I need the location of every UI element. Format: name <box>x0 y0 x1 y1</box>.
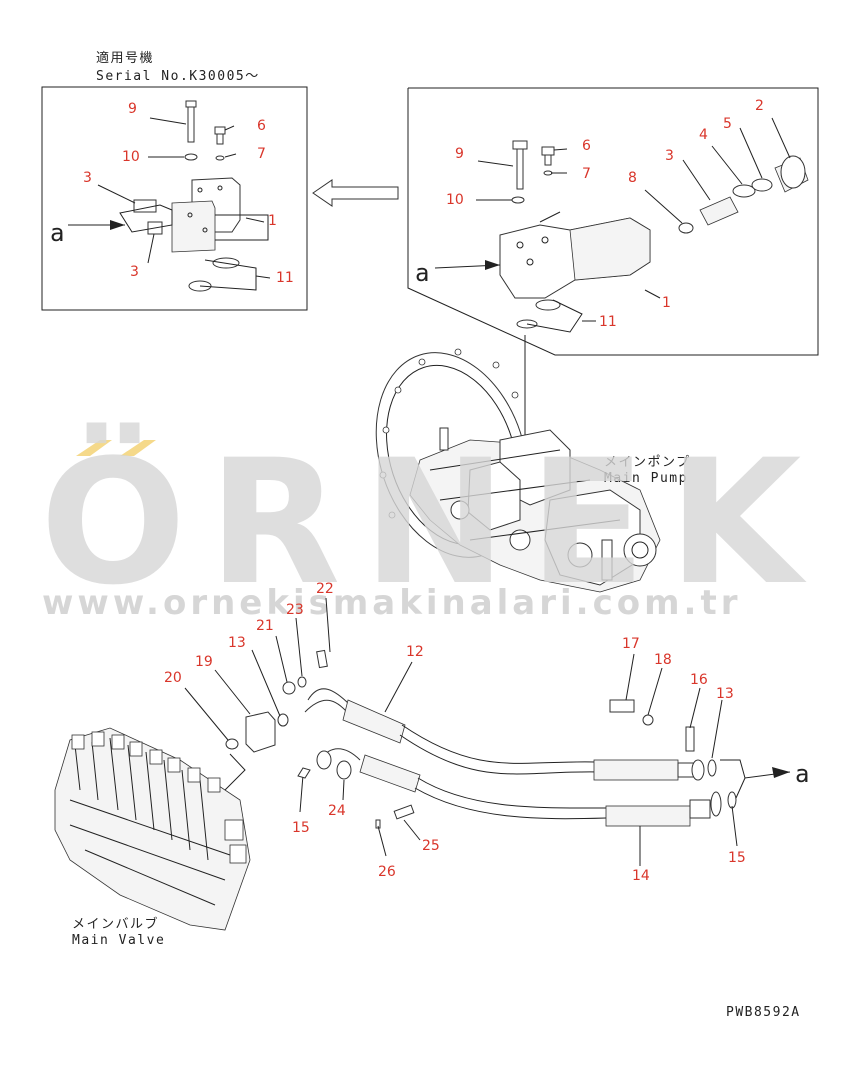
callout-11: 11 <box>276 270 294 286</box>
main-valve-jp-label: メインバルブ <box>72 916 159 932</box>
callout-19: 19 <box>195 654 213 670</box>
callout-24: 24 <box>328 803 346 819</box>
callout-3b: 3 <box>130 264 139 280</box>
callout-23: 23 <box>286 602 304 618</box>
callout-1b: 1 <box>662 295 671 311</box>
callout-9: 9 <box>128 101 137 117</box>
callout-1: 1 <box>268 213 277 229</box>
lower-connection-a: a <box>795 760 811 788</box>
callout-15: 15 <box>292 820 310 836</box>
callout-13b: 13 <box>716 686 734 702</box>
callout-11b: 11 <box>599 314 617 330</box>
right-connection-a: a <box>415 259 431 287</box>
callout-5: 5 <box>723 116 732 132</box>
reference-arrow <box>312 179 399 207</box>
callout-3: 3 <box>83 170 92 186</box>
watermark: ÖRNEK www.ornekismakinalari.com.tr <box>40 422 823 623</box>
main-pump-en-label: Main Pump <box>604 471 688 486</box>
callout-20: 20 <box>164 670 182 686</box>
serial-number-label: Serial No.K30005～ <box>96 69 260 84</box>
watermark-accent-left <box>76 440 112 456</box>
callout-7b: 7 <box>582 166 591 182</box>
callout-10: 10 <box>122 149 140 165</box>
callout-4: 4 <box>699 127 708 143</box>
callout-3c: 3 <box>665 148 674 164</box>
callout-7: 7 <box>257 146 266 162</box>
callout-21: 21 <box>256 618 274 634</box>
right-detail-box: a 2 5 4 3 9 6 8 7 10 1 11 <box>407 87 819 356</box>
callout-18: 18 <box>654 652 672 668</box>
left-connection-a: a <box>50 219 66 247</box>
callout-16: 16 <box>690 672 708 688</box>
watermark-url: www.ornekismakinalari.com.tr <box>42 583 741 623</box>
callout-26: 26 <box>378 864 396 880</box>
callout-15b: 15 <box>728 850 746 866</box>
main-pump-jp-label: メインポンプ <box>604 455 691 470</box>
callout-6: 6 <box>257 118 266 134</box>
lower-assembly: a 22 23 21 12 13 19 20 17 18 16 13 24 15… <box>54 581 811 931</box>
callout-25: 25 <box>422 838 440 854</box>
callout-14: 14 <box>632 868 650 884</box>
callout-13: 13 <box>228 635 246 651</box>
callout-9b: 9 <box>455 146 464 162</box>
callout-22: 22 <box>316 581 334 597</box>
watermark-accent-right <box>120 440 156 456</box>
left-detail-box: a 9 6 10 7 3 1 3 11 <box>41 86 308 311</box>
callout-8: 8 <box>628 170 637 186</box>
main-pump-drawing <box>375 348 661 593</box>
applicable-models-label: 適用号機 <box>96 50 154 66</box>
callout-12: 12 <box>406 644 424 660</box>
main-valve-en-label: Main Valve <box>72 933 165 948</box>
callout-6b: 6 <box>582 138 591 154</box>
drawing-code: PWB8592A <box>726 1005 801 1020</box>
callout-10b: 10 <box>446 192 464 208</box>
watermark-brand: ÖRNEK <box>40 422 823 623</box>
callout-2: 2 <box>755 98 764 114</box>
callout-17: 17 <box>622 636 640 652</box>
